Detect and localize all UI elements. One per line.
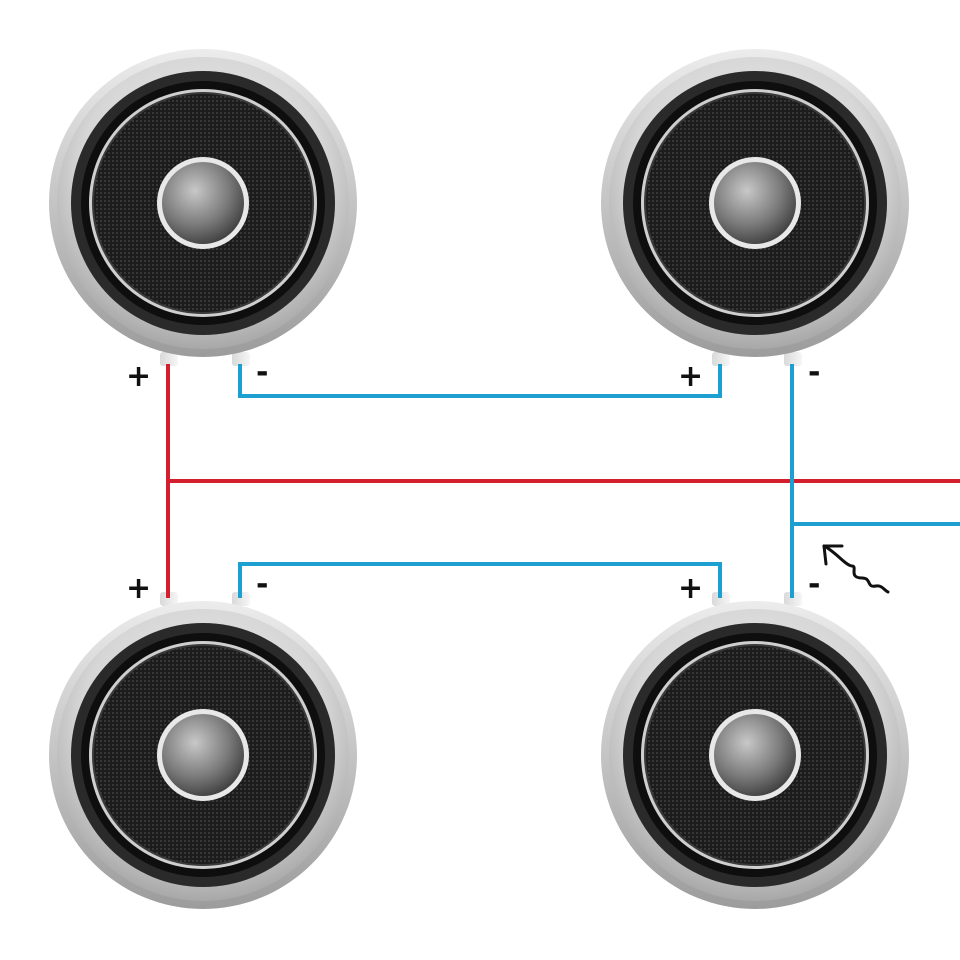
speaker-top-left [48, 48, 358, 358]
plus-label: + [678, 359, 703, 394]
hand-drawn-arrow-icon [822, 544, 890, 594]
plus-label: + [126, 359, 151, 394]
minus-label: - [256, 355, 268, 390]
terminals [160, 352, 802, 606]
terminal-labels: + - + - + - + - [126, 355, 820, 606]
plus-label: + [678, 571, 703, 606]
minus-label: - [808, 355, 820, 390]
speaker-top-right [600, 48, 910, 358]
series-link-bottom [238, 562, 722, 598]
series-link-top [238, 364, 722, 398]
minus-label: - [256, 567, 268, 602]
minus-label: - [808, 567, 820, 602]
plus-label: + [126, 571, 151, 606]
speaker-bottom-left [48, 600, 358, 910]
negative-wires [238, 364, 960, 598]
speaker-bottom-right [600, 600, 910, 910]
positive-wires [166, 364, 960, 598]
